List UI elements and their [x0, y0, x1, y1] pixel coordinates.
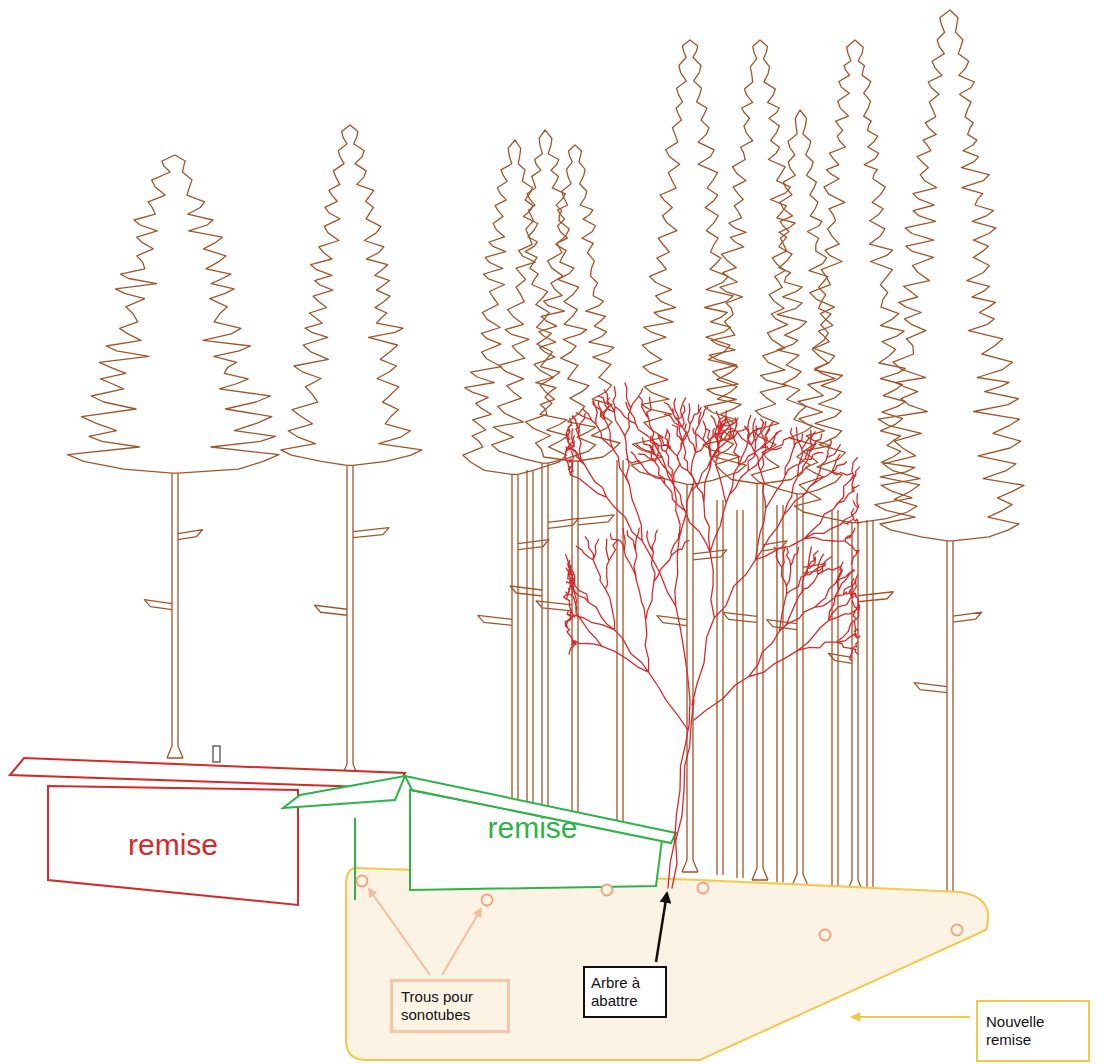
tree-branches	[564, 383, 860, 888]
callout-box: Trous pour sonotubes	[390, 979, 510, 1033]
leader-arrow	[656, 893, 667, 962]
callout-text: Trous pour sonotubes	[401, 988, 499, 1024]
conifer-tree	[875, 10, 1024, 905]
shed-name: remise	[487, 810, 577, 846]
callout-box: Nouvelle remise	[976, 1000, 1090, 1062]
conifer-tree	[68, 155, 279, 758]
callout-box: Arbre à abattre	[583, 966, 667, 1018]
conifer-tree	[281, 125, 422, 776]
shed-label: remise	[410, 792, 655, 864]
tree-trunk	[737, 510, 743, 878]
tree-trunk	[717, 500, 723, 875]
conifer-tree	[794, 40, 919, 892]
conifer-tree	[526, 145, 620, 862]
tree-to-cut	[564, 383, 860, 888]
new-shed-area	[346, 868, 988, 1060]
callout-text: Arbre à abattre	[591, 974, 659, 1010]
conifer-tree	[492, 130, 596, 860]
red-shed	[10, 746, 405, 905]
sonotube-holes	[357, 876, 963, 941]
leader-arrow	[369, 889, 430, 975]
leader-arrow	[852, 1016, 970, 1018]
tree-trunk	[832, 510, 838, 888]
shed-name: remise	[128, 827, 218, 863]
tree-trunk	[867, 520, 873, 893]
shed-label: remise	[48, 790, 298, 900]
green-shed	[283, 776, 676, 900]
leader-arrow	[442, 909, 481, 975]
callout-text: Nouvelle remise	[986, 1013, 1080, 1049]
tree-trunk	[617, 460, 623, 870]
conifer-tree	[463, 140, 568, 860]
conifer-tree	[631, 40, 746, 872]
